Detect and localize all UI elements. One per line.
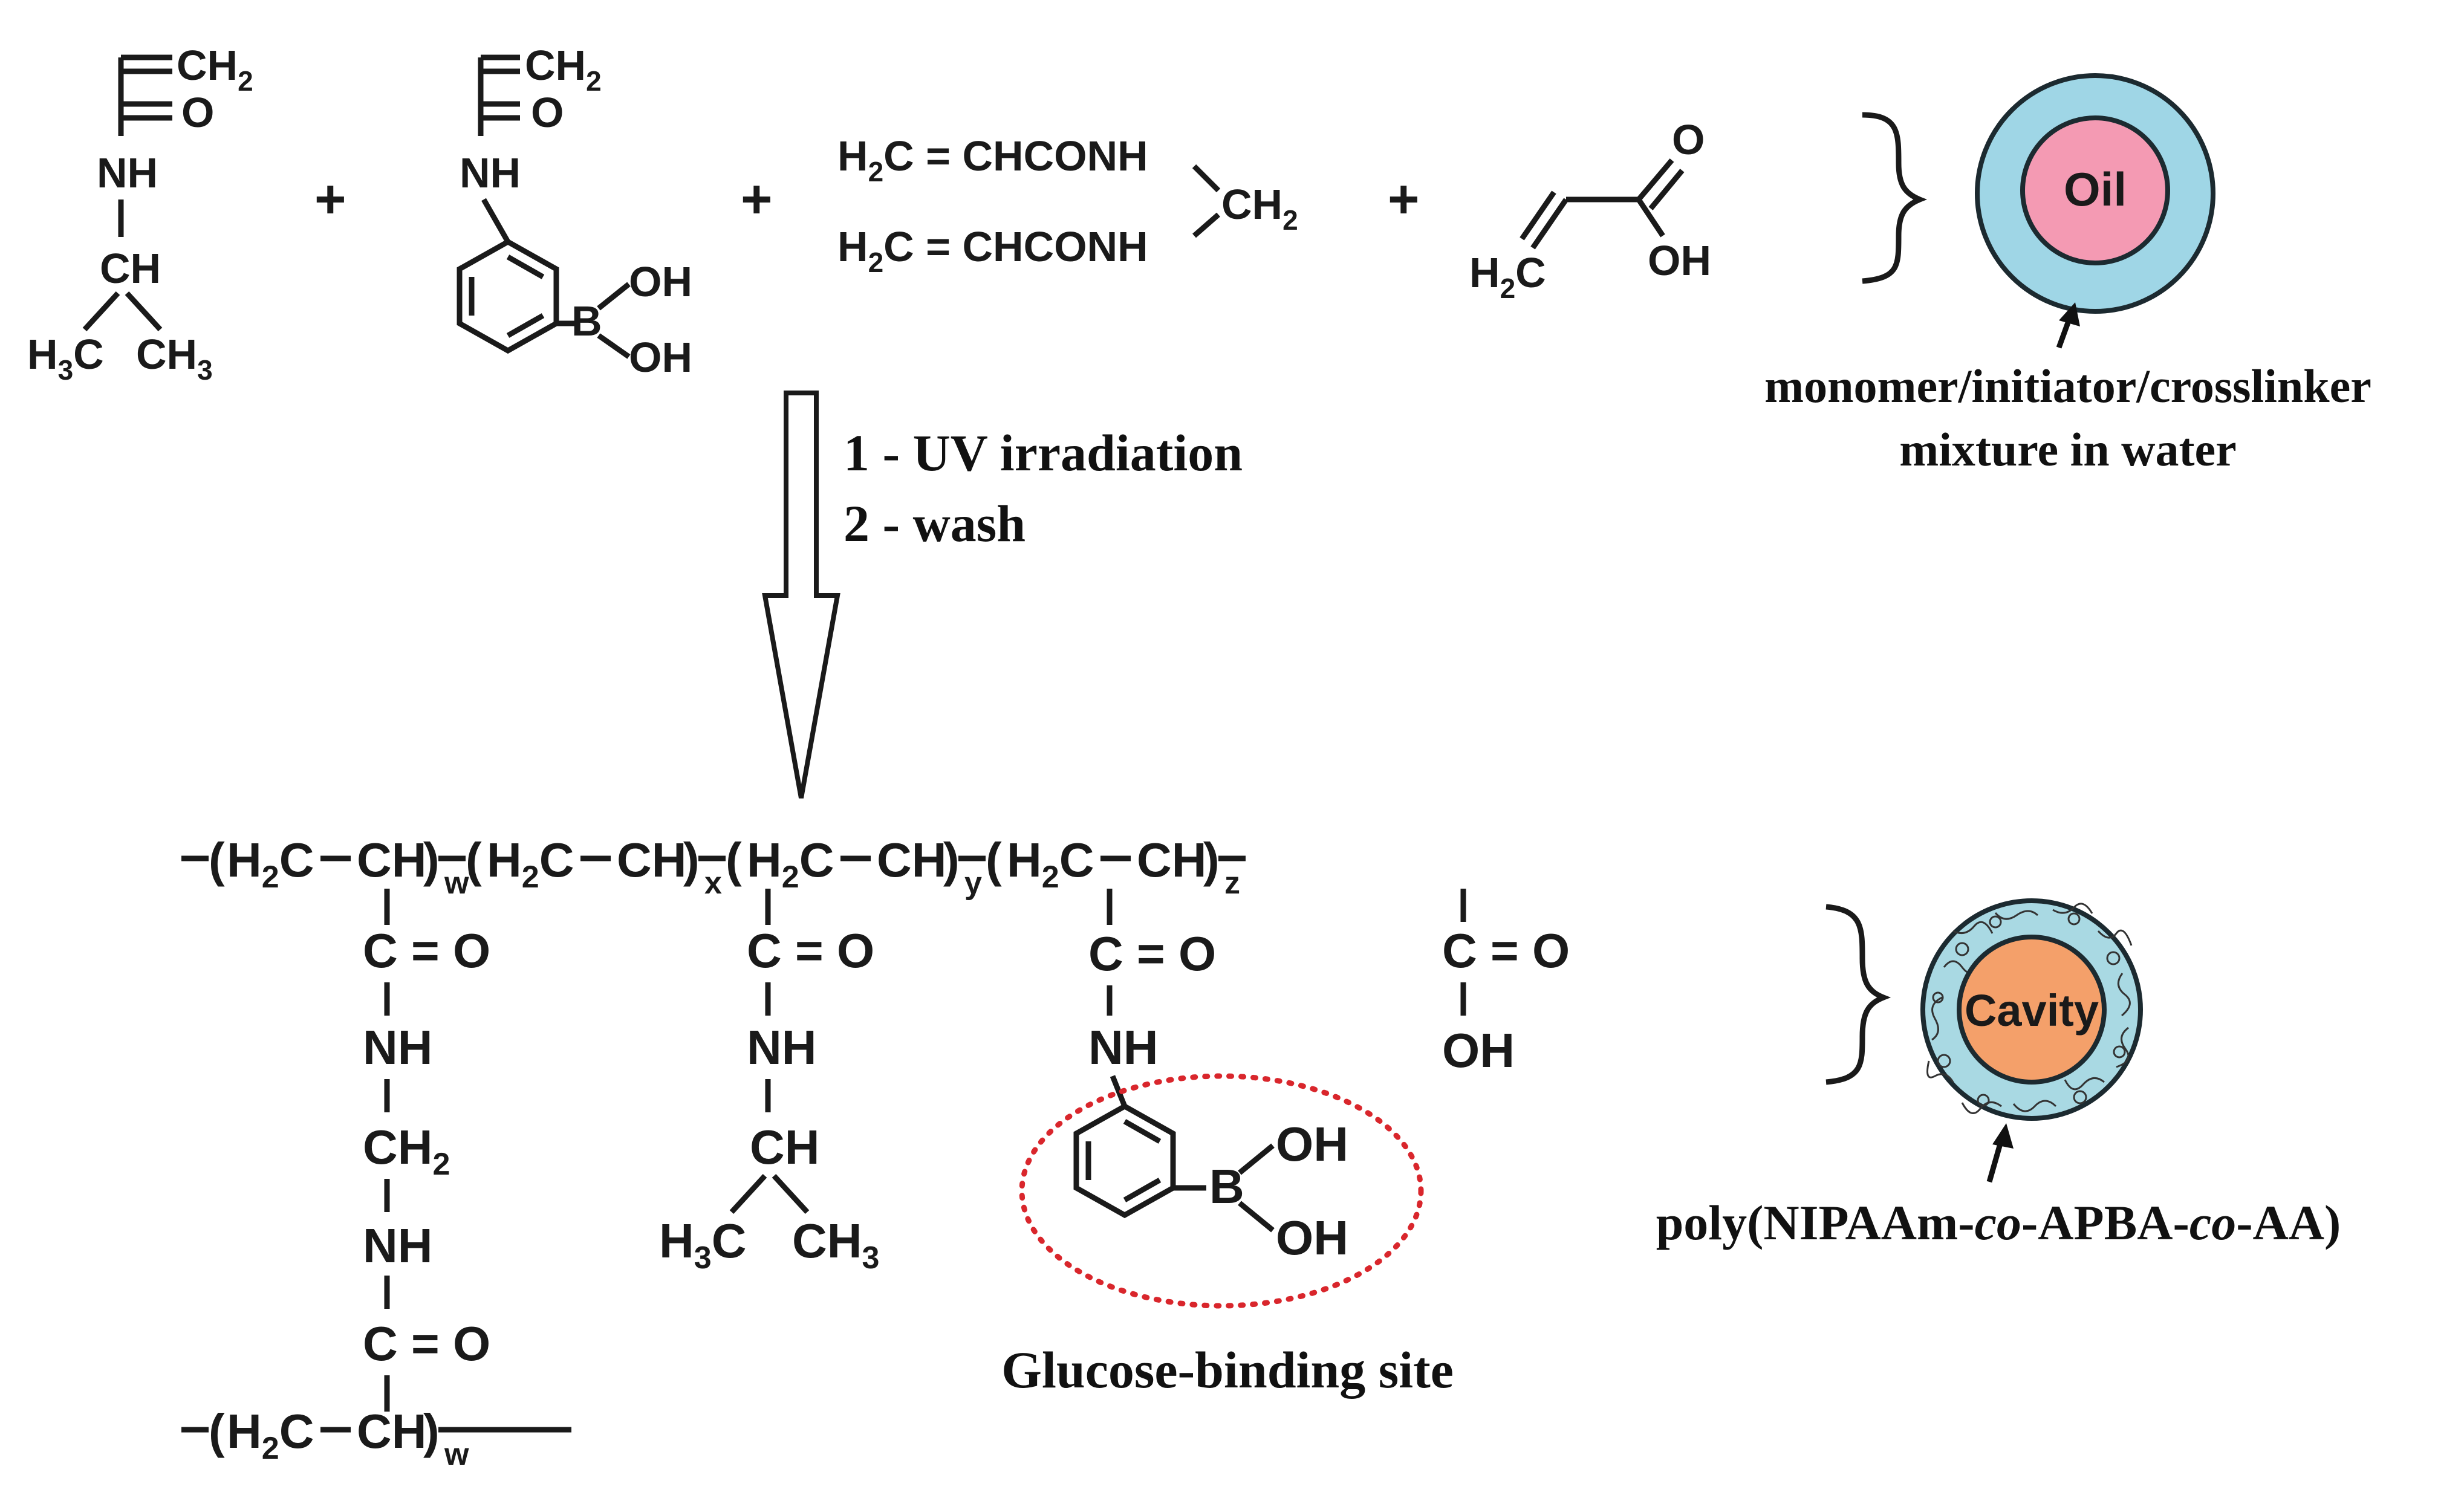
apba-pendant-benzene-ring <box>1073 1103 1176 1219</box>
crosslinker-ch2: CH2 <box>363 1120 450 1182</box>
monomer-nipaam: CH2 O NH CH H3C CH3 <box>27 42 253 386</box>
apba-pendant-oh-upper: OH <box>1276 1117 1348 1171</box>
crosslinker-nh-1: NH <box>363 1020 433 1074</box>
bottom-subscript-w: w <box>444 1437 469 1472</box>
backbone-ch-x: CH <box>617 833 687 887</box>
glucose-binding-highlight <box>1019 1073 1424 1309</box>
aa-pendant-oh: OH <box>1442 1023 1515 1077</box>
cavity-label: Cavity <box>1965 985 2099 1036</box>
paren-close-2: ) <box>683 833 700 887</box>
crosslinker-carbonyl-2: C = O <box>363 1317 490 1370</box>
step2-label: 2 - wash <box>844 495 1026 553</box>
monomer-mba: H2C = CHCONH H2C = CHCONH CH2 <box>837 132 1298 278</box>
step1-label: 1 - UV irradiation <box>844 424 1243 482</box>
subscript-z: z <box>1224 866 1240 901</box>
crosslinker-nh-2: NH <box>363 1219 433 1273</box>
subscript-y: y <box>964 866 982 901</box>
droplet-after-caption: poly(NIPAAm-co-APBA-co-AA) <box>1656 1195 2341 1250</box>
backbone-segment-z: H2C <box>1007 833 1094 895</box>
curly-brace-after <box>1825 904 1891 1085</box>
cavity-core <box>1957 935 2107 1085</box>
apba-vinyl-label: CH2 <box>525 42 602 97</box>
bottom-paren-close: ) <box>423 1404 440 1458</box>
nipaam-pendant-nh: NH <box>747 1020 817 1074</box>
polymer-network-texture <box>1926 903 2133 1114</box>
apba-benzene-ring <box>457 238 559 354</box>
nipaam-oxygen-label: O <box>181 89 214 136</box>
crosslinker-carbonyl-1: C = O <box>363 924 490 978</box>
paren-close-4: ) <box>1203 833 1220 887</box>
monomer-acrylic-acid: O H2C OH <box>1469 116 1711 304</box>
paren-open-1: ( <box>209 833 225 887</box>
aa-carbonyl: C = O <box>1442 924 1570 978</box>
droplet-before: Oil monomer/initiator/crosslinker mixtur… <box>1764 73 2371 476</box>
apba-nh-label: NH <box>460 149 521 196</box>
subscript-x: x <box>704 866 722 901</box>
mba-line2-label: H2C = CHCONH <box>837 223 1148 278</box>
nipaam-carbonyl: C = O <box>747 924 874 978</box>
nipaam-pendant-ch: CH <box>750 1120 820 1174</box>
backbone-segment-y: H2C <box>747 833 834 895</box>
apba-boron-label: B <box>571 297 602 345</box>
aa-oxygen-label: O <box>1672 116 1705 163</box>
apba-carbonyl: C = O <box>1088 927 1216 981</box>
down-arrow-icon <box>762 391 840 799</box>
bottom-ch: CH <box>357 1404 427 1458</box>
paren-open-3: ( <box>726 833 742 887</box>
glucose-binding-site-label: Glucose-binding site <box>1001 1341 1454 1399</box>
plus-sign-2: + <box>741 169 773 230</box>
pendant-nipaam: C = O NH CH H3C CH3 <box>659 889 879 1276</box>
backbone-ch-z: CH <box>1137 833 1207 887</box>
droplet-after: Cavity poly(NIPAAm-co-APBA-co-AA) <box>1656 898 2341 1250</box>
arrow-head-icon <box>1992 1123 2014 1149</box>
nipaam-ch-label: CH <box>100 245 161 292</box>
backbone-segment-w: H2C <box>227 833 314 895</box>
polymer-backbone: ( H2C CH ) w ( H2C CH ) x ( H2C CH ) y (… <box>181 833 1246 901</box>
apba-pendant-nh: NH <box>1088 1020 1159 1074</box>
oil-label: Oil <box>2064 163 2127 216</box>
subscript-w: w <box>444 866 469 901</box>
apba-oh-lower-label: OH <box>629 334 692 381</box>
pendant-apba: C = O NH B OH OH Glucose-binding site <box>1001 889 1454 1399</box>
process-arrow: 1 - UV irradiation 2 - wash <box>762 391 1243 799</box>
aa-hydroxyl-label: OH <box>1648 237 1711 284</box>
paren-close-1: ) <box>423 833 440 887</box>
nipaam-pendant-h3c: H3C <box>659 1214 746 1276</box>
paren-open-4: ( <box>986 833 1002 887</box>
aa-h2c-label: H2C <box>1469 249 1546 304</box>
plus-sign-1: + <box>314 169 346 230</box>
curly-brace-before <box>1862 112 1928 284</box>
backbone-ch-w: CH <box>357 833 427 887</box>
nipaam-ch3-label: CH3 <box>136 331 213 386</box>
apba-pendant-boron: B <box>1209 1159 1244 1213</box>
pendant-crosslinker: C = O NH CH2 NH C = O ( H2C CH ) w <box>181 889 571 1472</box>
paren-open-2: ( <box>466 833 482 887</box>
apba-oh-upper-label: OH <box>629 258 692 305</box>
plus-sign-3: + <box>1388 169 1420 230</box>
backbone-ch-y: CH <box>877 833 947 887</box>
nipaam-h3c-label: H3C <box>27 331 104 386</box>
apba-pendant-oh-lower: OH <box>1276 1211 1348 1265</box>
droplet-before-caption-line1: monomer/initiator/crosslinker <box>1764 360 2371 412</box>
nipaam-vinyl-label: CH2 <box>177 42 253 97</box>
mba-bridge-label: CH2 <box>1221 181 1298 236</box>
monomer-apba: CH2 O NH B OH OH <box>457 42 692 381</box>
paren-close-3: ) <box>943 833 960 887</box>
pendant-aa: C = O OH <box>1442 889 1570 1077</box>
oil-core <box>2020 115 2170 265</box>
droplet-before-caption-line2: mixture in water <box>1899 423 2236 476</box>
bottom-paren-open: ( <box>209 1404 225 1458</box>
nipaam-pendant-ch3: CH3 <box>792 1214 879 1276</box>
nipaam-nh-label: NH <box>97 149 158 196</box>
bottom-segment-w: H2C <box>227 1404 314 1466</box>
mba-line1-label: H2C = CHCONH <box>837 132 1148 187</box>
backbone-segment-x: H2C <box>487 833 574 895</box>
arrow-head-icon <box>2059 302 2080 326</box>
apba-oxygen-label: O <box>531 89 564 136</box>
